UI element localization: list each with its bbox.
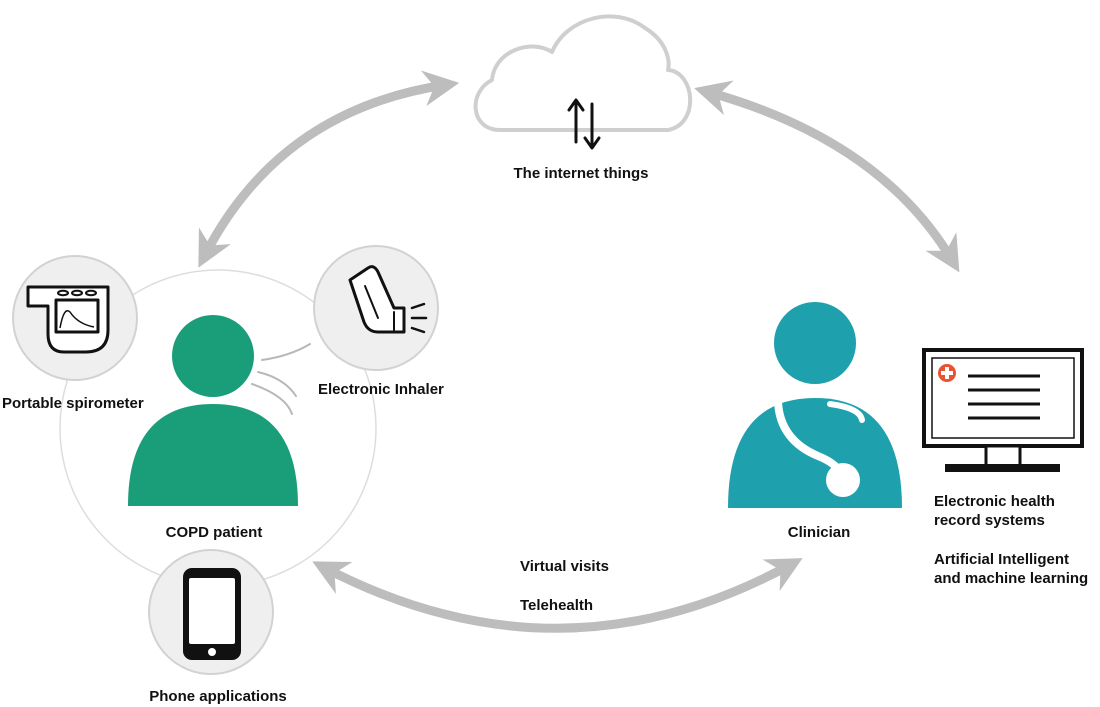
breath-lines xyxy=(251,343,311,415)
ehr-label-line1: Electronic health xyxy=(934,493,1055,510)
smartphone-icon xyxy=(183,568,241,660)
telehealth-label: Telehealth xyxy=(520,597,594,614)
monitor-medical-record-icon xyxy=(922,348,1084,472)
clinician-label: Clinician xyxy=(787,524,851,541)
inhaler-icon xyxy=(348,265,428,334)
patient-label: COPD patient xyxy=(165,524,263,541)
arrow-patient-cloud xyxy=(198,70,460,268)
phone-label: Phone applications xyxy=(149,688,287,705)
cloud-icon xyxy=(473,14,693,132)
ehr-label-line2: record systems xyxy=(934,512,1045,529)
arrow-cloud-clinician xyxy=(694,80,960,273)
cloud-label: The internet things xyxy=(513,165,649,182)
inhaler-label: Electronic Inhaler xyxy=(318,381,444,398)
ai-label-line2: and machine learning xyxy=(934,570,1089,587)
arrow-patient-clinician xyxy=(312,558,803,633)
person-icon xyxy=(128,315,298,506)
up-down-arrows-icon xyxy=(567,98,601,150)
spirometer-icon xyxy=(26,285,110,354)
doctor-stethoscope-icon xyxy=(728,302,902,508)
ai-label-line1: Artificial Intelligent xyxy=(934,551,1070,568)
spirometer-label: Portable spirometer xyxy=(2,395,144,412)
virtual-visits-label: Virtual visits xyxy=(520,558,609,575)
